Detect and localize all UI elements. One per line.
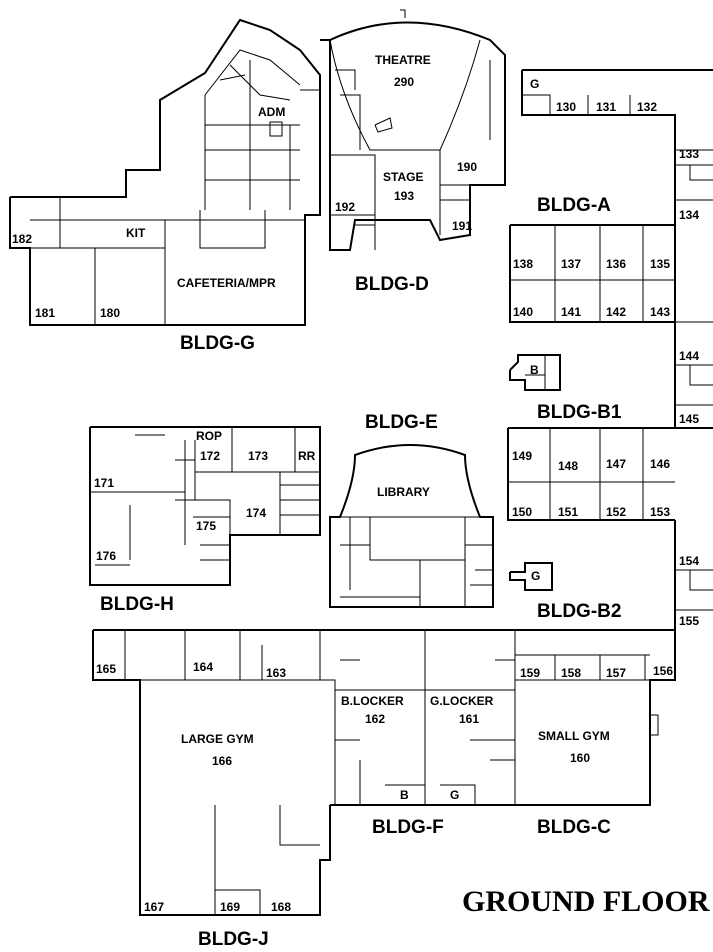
room-number: 146 — [650, 457, 670, 471]
building-fc-outline — [92, 629, 676, 806]
room-number: 193 — [394, 189, 414, 203]
room-number: 150 — [512, 505, 532, 519]
bldg-e-label: BLDG-E — [365, 412, 438, 433]
room-number: 155 — [679, 614, 699, 628]
room-number: 191 — [452, 219, 472, 233]
room-number: 138 — [513, 257, 533, 271]
room-number: 169 — [220, 900, 240, 914]
room-label: B.LOCKER — [341, 694, 404, 708]
bldg-b2-label: BLDG-B2 — [537, 601, 621, 622]
room-number: 166 — [212, 754, 232, 768]
room-number: 190 — [457, 160, 477, 174]
east-connector — [674, 322, 713, 630]
bldg-h-label: BLDG-H — [100, 594, 174, 615]
bldg-a-label: BLDG-A — [537, 195, 611, 216]
room-number: 140 — [513, 305, 533, 319]
room-number: 135 — [650, 257, 670, 271]
bldg-d-label: BLDG-D — [355, 274, 429, 295]
room-number: 154 — [679, 554, 699, 568]
room-number: 143 — [650, 305, 670, 319]
room-number: 153 — [650, 505, 670, 519]
floor-title: GROUND FLOOR — [462, 885, 710, 918]
room-label: LARGE GYM — [181, 732, 254, 746]
room-number: 152 — [606, 505, 626, 519]
room-number: 161 — [459, 712, 479, 726]
bldg-f-label: BLDG-F — [372, 817, 444, 838]
room-number: 145 — [679, 412, 699, 426]
room-number: 180 — [100, 306, 120, 320]
room-label: B — [530, 363, 539, 377]
building-b1-outline — [509, 354, 561, 391]
room-number: 160 — [570, 751, 590, 765]
room-number: 133 — [679, 147, 699, 161]
bldg-g-label: BLDG-G — [180, 333, 255, 354]
room-number: 163 — [266, 666, 286, 680]
building-b2-outline — [509, 562, 553, 591]
building-a-outline — [509, 69, 713, 323]
room-label: THEATRE — [375, 53, 431, 67]
room-number: 136 — [606, 257, 626, 271]
building-j-outline — [139, 805, 331, 916]
room-number: 192 — [335, 200, 355, 214]
room-number: 165 — [96, 662, 116, 676]
room-number: 144 — [679, 349, 699, 363]
room-number: 151 — [558, 505, 578, 519]
room-label: B — [400, 788, 409, 802]
room-label: LIBRARY — [377, 485, 430, 499]
room-label: G — [450, 788, 459, 802]
room-number: 147 — [606, 457, 626, 471]
building-b-outline — [507, 427, 713, 521]
room-label: SMALL GYM — [538, 729, 610, 743]
room-number: 173 — [248, 449, 268, 463]
room-number: 149 — [512, 449, 532, 463]
bldg-c-label: BLDG-C — [537, 817, 611, 838]
room-label: G.LOCKER — [430, 694, 494, 708]
room-number: 141 — [561, 305, 581, 319]
room-number: 132 — [637, 100, 657, 114]
room-label: KIT — [126, 226, 146, 240]
room-number: 164 — [193, 660, 213, 674]
room-number: 181 — [35, 306, 55, 320]
room-number: 134 — [679, 208, 699, 222]
room-number: 168 — [271, 900, 291, 914]
room-number: 162 — [365, 712, 385, 726]
room-number: 176 — [96, 549, 116, 563]
room-number: 148 — [558, 459, 578, 473]
room-number: 290 — [394, 75, 414, 89]
room-number: 156 — [653, 664, 673, 678]
room-number: 137 — [561, 257, 581, 271]
building-e-outline — [329, 444, 494, 608]
room-number: 175 — [196, 519, 216, 533]
room-number: 130 — [556, 100, 576, 114]
room-number: 142 — [606, 305, 626, 319]
room-number: 131 — [596, 100, 616, 114]
room-label: STAGE — [383, 170, 423, 184]
room-number: 174 — [246, 506, 266, 520]
room-number: 159 — [520, 666, 540, 680]
building-d-outline — [320, 9, 506, 251]
room-number: 172 — [200, 449, 220, 463]
room-label: ROP — [196, 429, 222, 443]
room-label: G — [531, 569, 540, 583]
room-label: RR — [298, 449, 316, 463]
bldg-b1-label: BLDG-B1 — [537, 402, 622, 423]
bldg-j-label: BLDG-J — [198, 929, 269, 950]
building-g-outline — [9, 18, 321, 326]
room-label: G — [530, 77, 539, 91]
room-number: 167 — [144, 900, 164, 914]
building-h-outline — [89, 426, 321, 586]
room-number: 157 — [606, 666, 626, 680]
room-label: ADM — [258, 105, 285, 119]
room-number: 182 — [12, 232, 32, 246]
room-number: 171 — [94, 476, 114, 490]
room-number: 158 — [561, 666, 581, 680]
room-label: CAFETERIA/MPR — [177, 276, 276, 290]
